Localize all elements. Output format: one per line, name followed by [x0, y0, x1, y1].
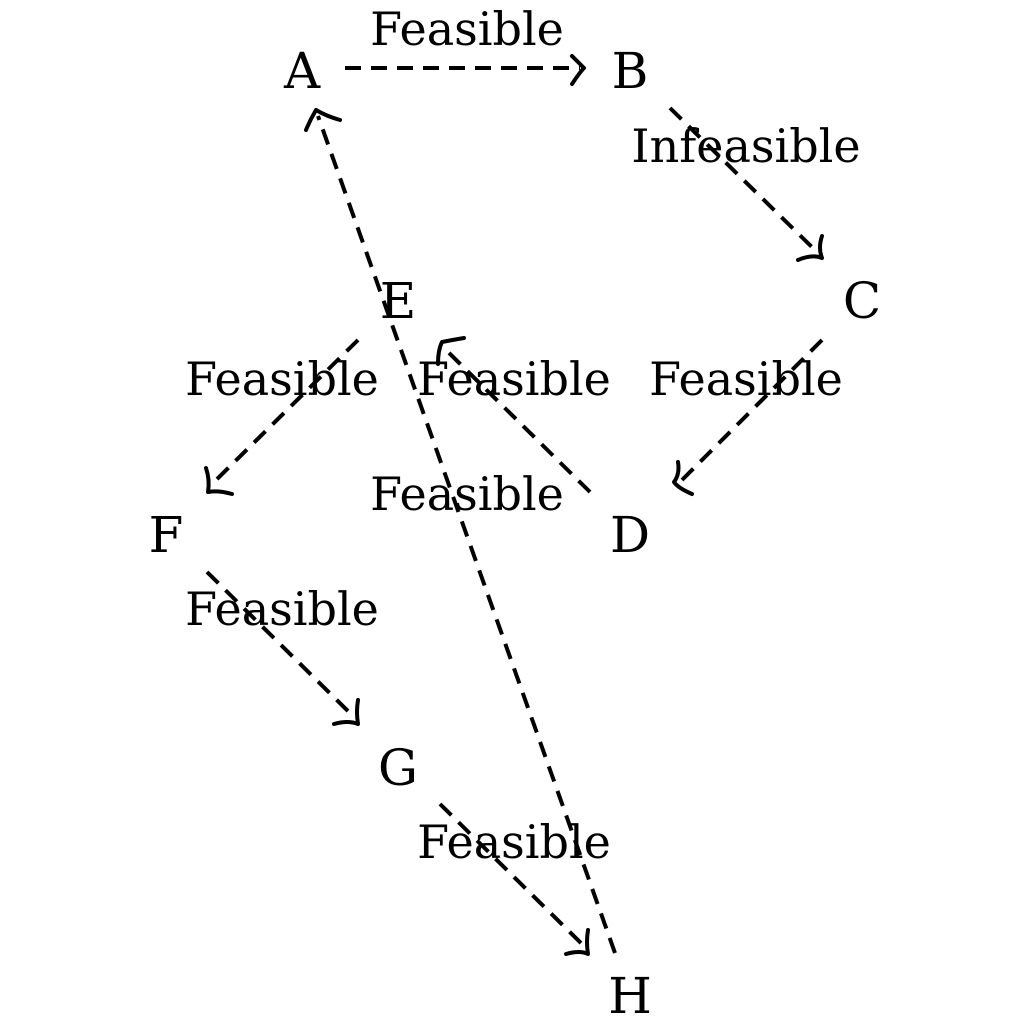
edges: [205, 66, 824, 954]
arrow-heads: [204, 54, 824, 956]
arrowhead-e: [436, 336, 466, 366]
edge-label-g-h: Feasible: [417, 815, 611, 869]
node-h: H: [608, 967, 652, 1024]
edge-label-b-c: Infeasible: [631, 119, 860, 173]
arrowhead-g: [332, 698, 360, 726]
node-c: C: [843, 272, 881, 330]
edge-label-c-d: Feasible: [649, 352, 843, 406]
node-b: B: [612, 42, 649, 100]
node-e: E: [380, 272, 417, 330]
edge-labels: Feasible Infeasible Feasible Feasible Fe…: [185, 2, 860, 869]
node-g: G: [378, 739, 418, 797]
node-d: D: [610, 506, 650, 564]
arrowhead-a: [304, 108, 342, 132]
edge-f-g: [205, 570, 356, 719]
edge-label-d-e: Feasible: [417, 352, 611, 406]
node-a: A: [283, 42, 321, 100]
edge-c-d: [678, 338, 824, 484]
edge-label-a-b: Feasible: [370, 2, 564, 56]
arrowhead-c: [796, 234, 824, 262]
edge-b-c: [668, 106, 820, 255]
nodes: A B C D E F G H: [149, 42, 881, 1024]
node-f: F: [149, 506, 184, 564]
edge-d-e: [444, 348, 592, 494]
edge-label-f-g: Feasible: [185, 582, 379, 636]
edge-label-e-f: Feasible: [185, 352, 379, 406]
arrowhead-h: [564, 928, 590, 956]
edge-h-a: [316, 115, 617, 954]
arrowhead-b: [570, 54, 586, 86]
arrowhead-f: [204, 466, 234, 496]
arrowhead-d: [672, 460, 694, 496]
edge-e-f: [210, 338, 360, 486]
edge-label-h-a: Feasible: [370, 467, 564, 521]
edge-g-h: [438, 802, 588, 950]
